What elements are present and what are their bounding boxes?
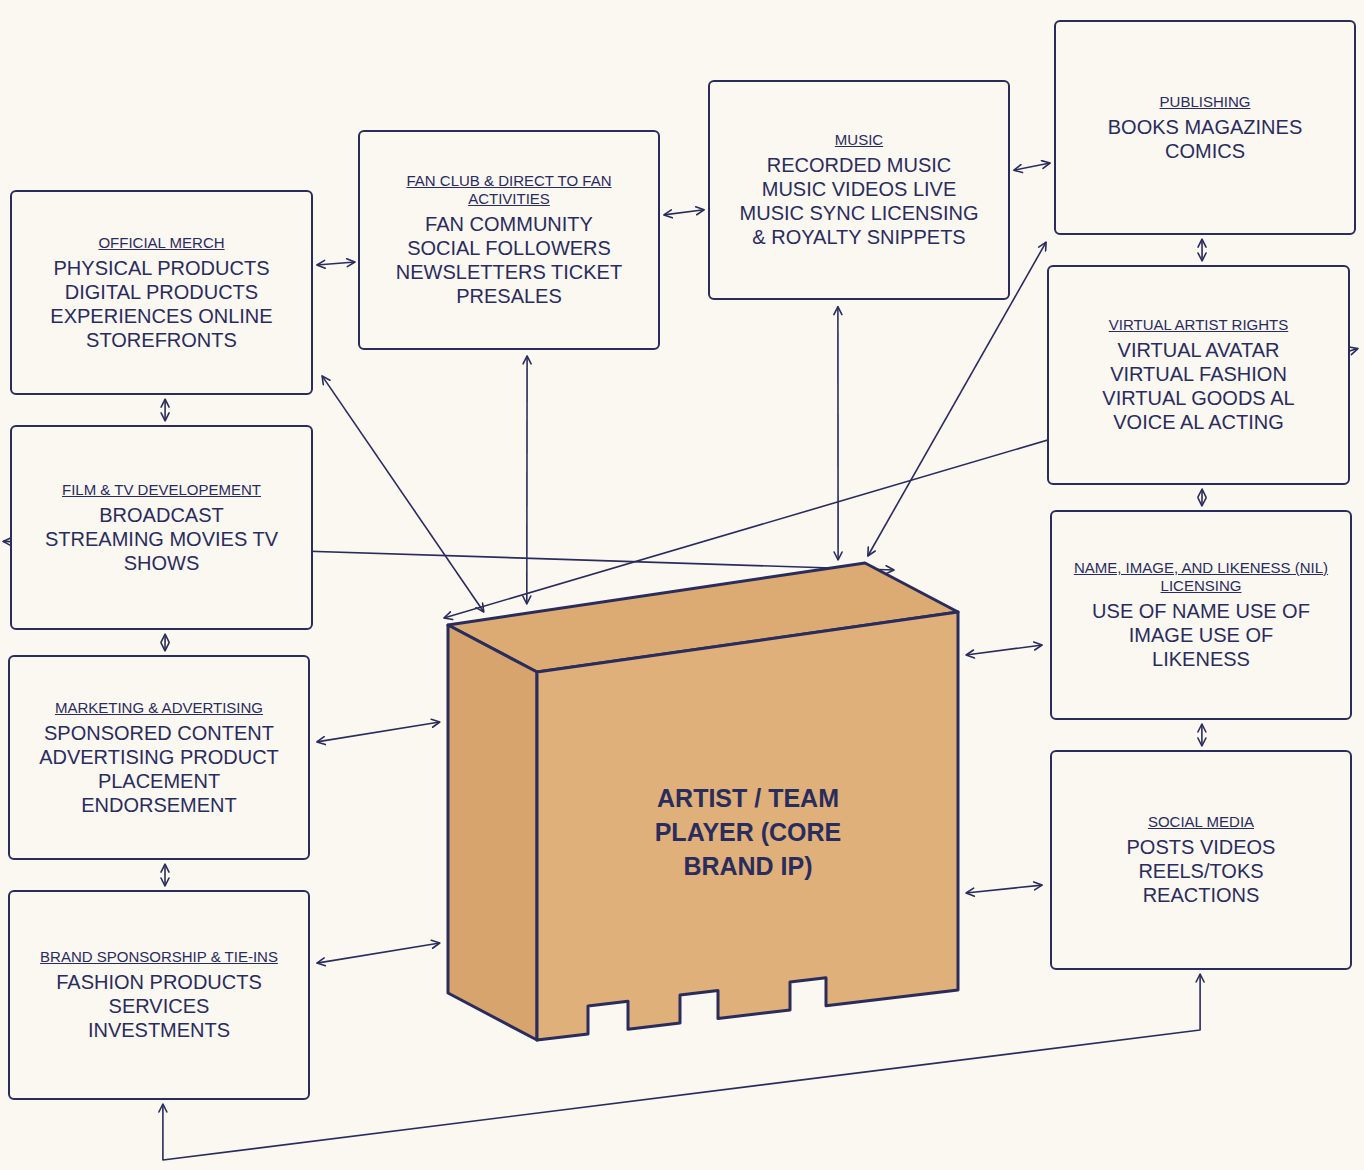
box-items: BROADCAST STREAMING MOVIES TV SHOWS xyxy=(39,503,284,575)
connector-arrow xyxy=(1201,724,1203,746)
box-heading: MARKETING & ADVERTISING xyxy=(55,699,263,717)
core-label: ARTIST / TEAM PLAYER (CORE BRAND IP) xyxy=(628,782,868,883)
box-heading: SOCIAL MEDIA xyxy=(1148,813,1254,831)
box-items: SPONSORED CONTENT ADVERTISING PRODUCT PL… xyxy=(37,721,282,817)
box-items: FAN COMMUNITY SOCIAL FOLLOWERS NEWSLETTE… xyxy=(387,212,632,308)
connector-arrow xyxy=(317,262,355,265)
connector-arrow xyxy=(317,943,440,963)
connector-arrow xyxy=(664,210,704,215)
core-crate: ARTIST / TEAM PLAYER (CORE BRAND IP) xyxy=(448,563,960,1063)
box-items: FASHION PRODUCTS SERVICES INVESTMENTS xyxy=(37,970,282,1042)
crate-face xyxy=(537,612,958,1040)
connector-arrow xyxy=(317,722,440,742)
connector-arrow xyxy=(526,356,528,604)
box-heading: NAME, IMAGE, AND LIKENESS (NIL) LICENSIN… xyxy=(1071,559,1331,595)
category-box: MARKETING & ADVERTISING SPONSORED CONTENT… xyxy=(8,655,310,860)
core-text-area: ARTIST / TEAM PLAYER (CORE BRAND IP) xyxy=(548,683,948,983)
box-items: POSTS VIDEOS REELS/TOKS REACTIONS xyxy=(1079,835,1324,907)
category-box: OFFICIAL MERCH PHYSICAL PRODUCTS DIGITAL … xyxy=(10,190,313,395)
box-heading: PUBLISHING xyxy=(1160,93,1251,111)
category-box: MUSIC RECORDED MUSIC MUSIC VIDEOS LIVE MU… xyxy=(708,80,1010,300)
connector-arrow xyxy=(837,307,839,560)
box-heading: OFFICIAL MERCH xyxy=(98,234,224,252)
box-heading: FAN CLUB & DIRECT TO FAN ACTIVITIES xyxy=(379,172,639,208)
connector-arrow xyxy=(164,864,166,886)
connector-arrow xyxy=(164,634,166,651)
box-heading: MUSIC xyxy=(835,131,883,149)
box-items: PHYSICAL PRODUCTS DIGITAL PRODUCTS EXPER… xyxy=(39,256,284,352)
category-box: NAME, IMAGE, AND LIKENESS (NIL) LICENSIN… xyxy=(1050,510,1352,720)
box-heading: BRAND SPONSORSHIP & TIE-INS xyxy=(40,948,278,966)
connector-arrow xyxy=(1201,239,1203,261)
category-box: VIRTUAL ARTIST RIGHTS VIRTUAL AVATAR VIRT… xyxy=(1047,265,1350,485)
category-box: SOCIAL MEDIA POSTS VIDEOS REELS/TOKS REAC… xyxy=(1050,750,1352,970)
box-items: RECORDED MUSIC MUSIC VIDEOS LIVE MUSIC S… xyxy=(737,153,982,249)
box-items: VIRTUAL AVATAR VIRTUAL FASHION VIRTUAL G… xyxy=(1076,338,1321,434)
connector-arrow xyxy=(966,645,1042,655)
crate-outline xyxy=(448,563,960,1063)
category-box: FILM & TV DEVELOPEMENT BROADCAST STREAMIN… xyxy=(10,425,313,630)
category-box: PUBLISHING BOOKS MAGAZINES COMICS xyxy=(1054,20,1356,235)
box-items: BOOKS MAGAZINES COMICS xyxy=(1083,115,1328,163)
connector-arrow xyxy=(1201,489,1203,506)
box-items: USE OF NAME USE OF IMAGE USE OF LIKENESS xyxy=(1079,599,1324,671)
box-heading: VIRTUAL ARTIST RIGHTS xyxy=(1109,316,1289,334)
connector-arrow xyxy=(966,885,1042,893)
category-box: FAN CLUB & DIRECT TO FAN ACTIVITIES FAN C… xyxy=(358,130,660,350)
crate-face xyxy=(448,625,537,1040)
connector-arrow xyxy=(1014,163,1050,170)
connector-arrow xyxy=(322,376,484,612)
category-box: BRAND SPONSORSHIP & TIE-INS FASHION PRODU… xyxy=(8,890,310,1100)
connector-arrow xyxy=(164,399,166,421)
box-heading: FILM & TV DEVELOPEMENT xyxy=(62,481,261,499)
